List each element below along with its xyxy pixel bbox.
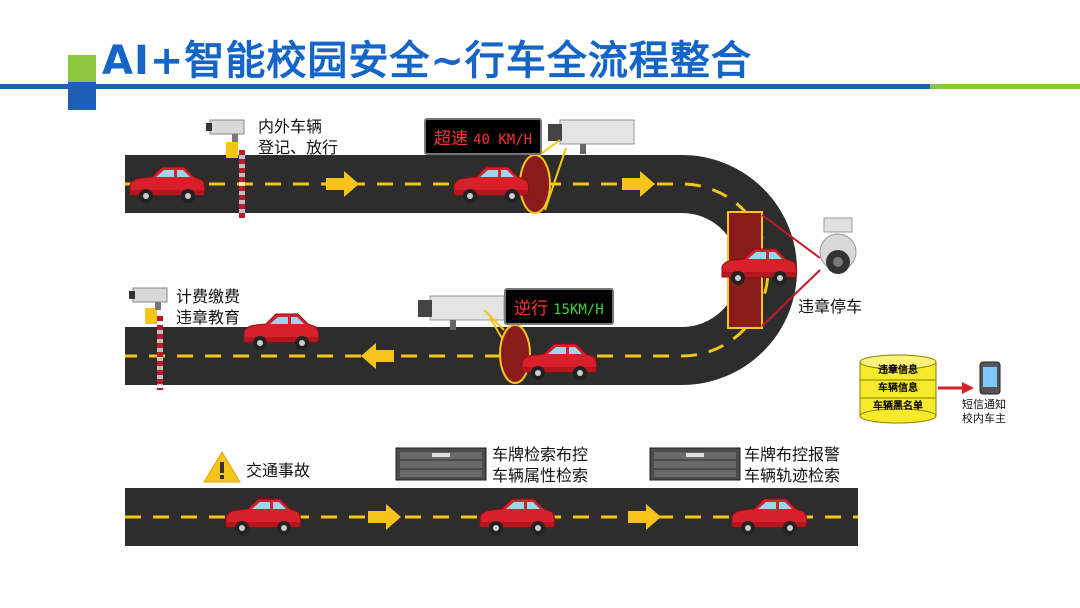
wrongway-display: 逆行 15KM/H [504, 288, 614, 325]
search-label: 车牌检索布控 车辆属性检索 [492, 445, 589, 485]
wrongway-camera-icon [417, 295, 505, 331]
header-accent-blue [68, 82, 96, 110]
accident-label: 交通事故 [246, 461, 311, 480]
parking-violation-label: 违章停车 [798, 297, 863, 316]
exit-gate-barrier [145, 308, 163, 390]
alarm-label: 车牌布控报警 车辆轨迹检索 [744, 445, 841, 485]
database-item: 违章信息 [878, 365, 918, 376]
header-rule-green [930, 84, 1080, 89]
u-road [125, 155, 797, 385]
database-item: 车辆黑名单 [873, 401, 923, 412]
exit-camera-icon [128, 287, 168, 311]
database-list: 违章信息 车辆信息 车辆黑名单 [860, 356, 936, 416]
page-title: AI+智能校园安全~行车全流程整合 [102, 38, 752, 84]
entry-gate-barrier [226, 142, 245, 218]
server-icon [395, 447, 487, 481]
database-item: 车辆信息 [878, 383, 918, 394]
overspeed-camera-icon [547, 119, 635, 155]
overspeed-word: 超速 [434, 129, 468, 149]
header-rule-blue [0, 84, 930, 89]
wrongway-detection-zone [499, 324, 531, 384]
phone-icon [979, 361, 1001, 395]
overspeed-value: 40 KM/H [473, 132, 533, 148]
notify-arrow-icon [938, 382, 974, 394]
fee-label: 计费缴费 违章教育 [176, 287, 241, 327]
notify-label: 短信通知 校内车主 [962, 398, 1006, 425]
wrongway-value: 15KM/H [553, 302, 604, 318]
dome-camera-icon [819, 217, 857, 274]
entry-camera-icon [205, 119, 245, 143]
wrongway-word: 逆行 [514, 299, 548, 319]
register-label: 内外车辆 登记、放行 [258, 117, 339, 157]
database-icon [859, 354, 937, 424]
warning-icon [203, 451, 241, 483]
server-icon [649, 447, 741, 481]
header-accent-green [68, 55, 96, 83]
overspeed-display: 超速 40 KM/H [424, 118, 543, 155]
